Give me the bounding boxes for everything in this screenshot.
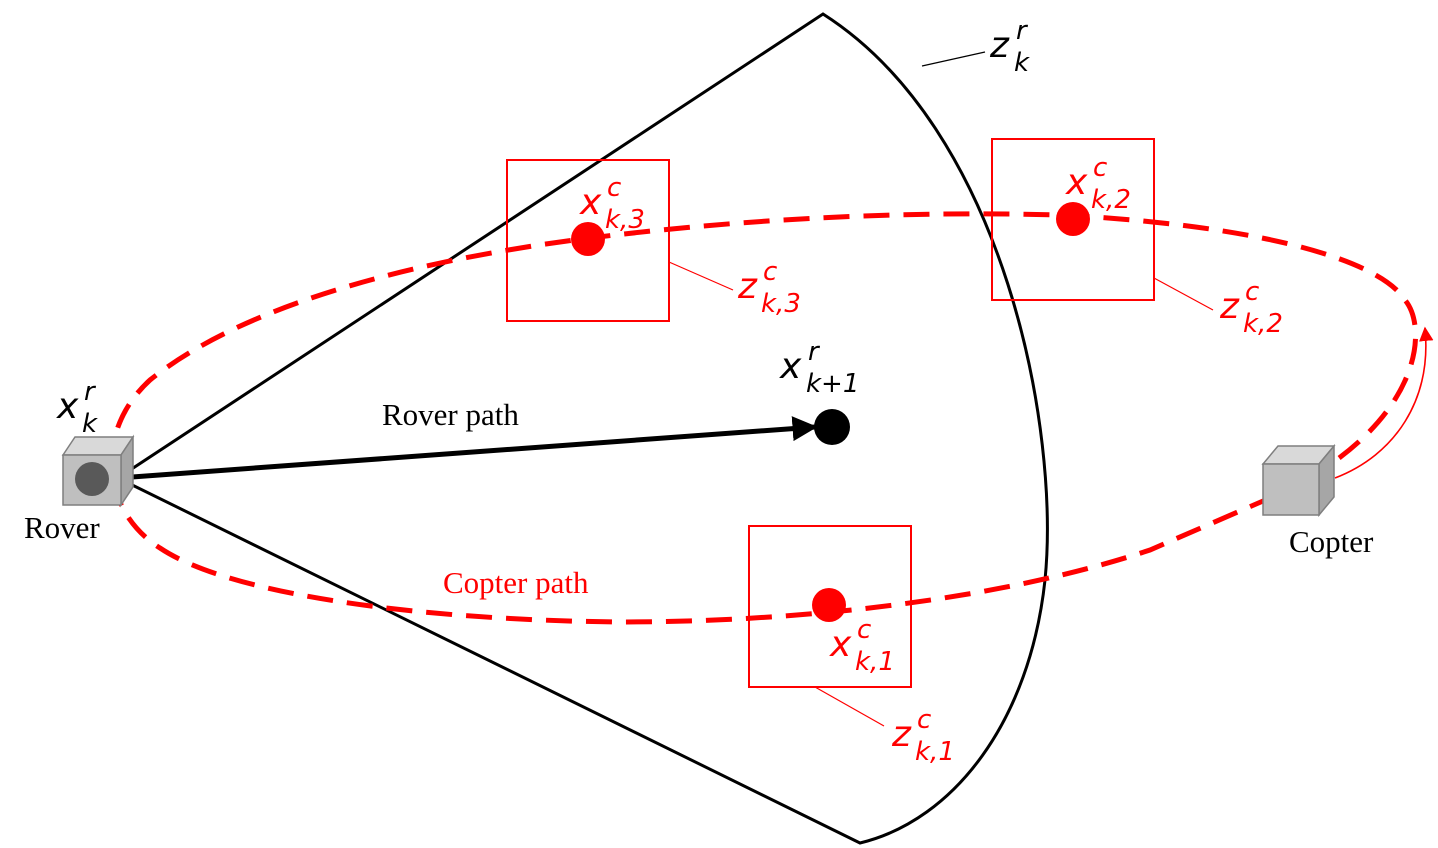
svg-text:k,3: k,3 xyxy=(605,205,645,235)
cone-leader xyxy=(921,51,986,67)
observation-leader-3 xyxy=(668,261,734,291)
svg-text:k: k xyxy=(82,409,98,439)
rover-path-label: Rover path xyxy=(382,397,519,432)
svg-text:x: x xyxy=(56,386,79,427)
rover-observation-label: z r k xyxy=(989,16,1030,78)
svg-text:c: c xyxy=(607,173,621,203)
rover-path-arrow xyxy=(117,416,818,481)
observation-1-label: z c k,1 xyxy=(891,705,955,767)
waypoint-3-dot xyxy=(571,222,605,256)
svg-text:r: r xyxy=(1016,16,1029,46)
observation-3-label: z c k,3 xyxy=(737,257,801,319)
observation-box-2 xyxy=(991,138,1155,301)
svg-text:r: r xyxy=(808,337,821,367)
svg-text:x: x xyxy=(579,182,602,223)
svg-text:k+1: k+1 xyxy=(806,369,859,399)
svg-text:k,1: k,1 xyxy=(915,737,955,767)
svg-text:z: z xyxy=(891,714,912,755)
waypoint-1-dot xyxy=(812,588,846,622)
copter-path-label: Copter path xyxy=(443,565,589,600)
svg-text:x: x xyxy=(1065,162,1088,203)
copter-icon xyxy=(1261,443,1336,518)
observation-box-1 xyxy=(748,525,912,688)
waypoint-2-dot xyxy=(1056,202,1090,236)
observation-box-3 xyxy=(506,159,670,322)
rover-icon xyxy=(61,434,135,508)
svg-text:c: c xyxy=(763,257,777,287)
svg-text:z: z xyxy=(1219,286,1240,327)
copter-path-line xyxy=(109,211,1418,625)
waypoint-2-label: x c k,2 xyxy=(1065,153,1131,215)
svg-text:x: x xyxy=(779,346,802,387)
rover-label: Rover xyxy=(24,510,100,545)
svg-text:k,3: k,3 xyxy=(761,289,801,319)
svg-text:r: r xyxy=(84,377,97,407)
sensor-cone xyxy=(114,12,1049,845)
svg-text:z: z xyxy=(737,266,758,307)
waypoint-1-label: x c k,1 xyxy=(829,615,895,677)
observation-leader-1 xyxy=(814,686,885,727)
rover-next-position-dot xyxy=(814,409,850,445)
svg-text:k,2: k,2 xyxy=(1243,309,1283,339)
svg-text:c: c xyxy=(857,615,871,645)
svg-text:c: c xyxy=(1245,277,1259,307)
observation-leader-2 xyxy=(1153,277,1214,311)
svg-text:z: z xyxy=(989,25,1010,66)
copter-label: Copter xyxy=(1289,524,1374,559)
rover-state-label: x r k xyxy=(56,377,98,439)
svg-text:k,2: k,2 xyxy=(1091,185,1131,215)
svg-text:x: x xyxy=(829,624,852,665)
copter-turn-arrow xyxy=(1334,326,1434,479)
observation-2-label: z c k,2 xyxy=(1219,277,1283,339)
rover-position-dot xyxy=(75,462,109,496)
svg-text:c: c xyxy=(917,705,931,735)
svg-text:k,1: k,1 xyxy=(855,647,895,677)
rover-next-state-label: x r k+1 xyxy=(779,337,859,399)
waypoint-3-label: x c k,3 xyxy=(579,173,645,235)
svg-text:c: c xyxy=(1093,153,1107,183)
svg-text:k: k xyxy=(1014,48,1030,78)
